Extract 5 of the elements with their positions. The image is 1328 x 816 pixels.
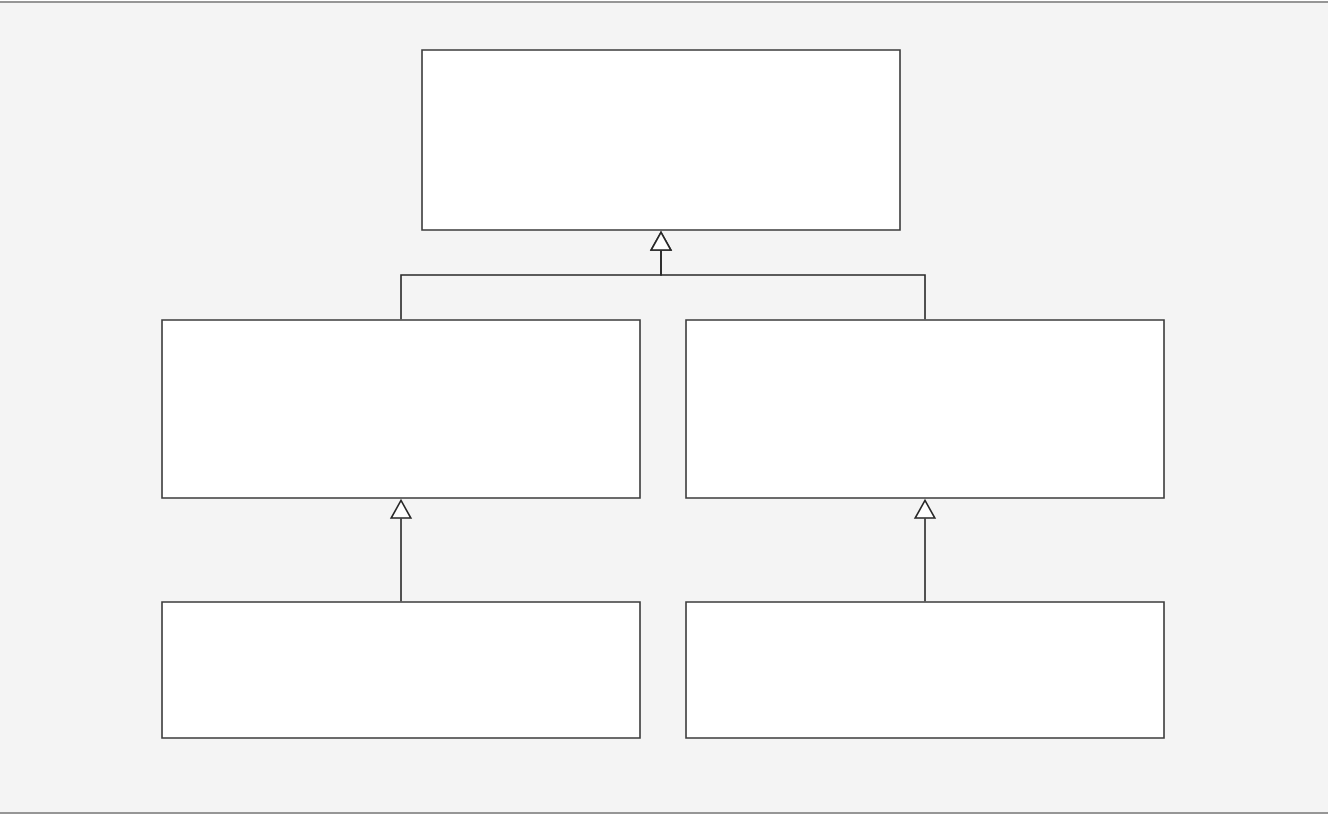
class-box: [161, 601, 641, 739]
class-box: [421, 49, 901, 231]
class-box: [685, 319, 1165, 499]
class-box: [685, 601, 1165, 739]
class-box: [161, 319, 641, 499]
